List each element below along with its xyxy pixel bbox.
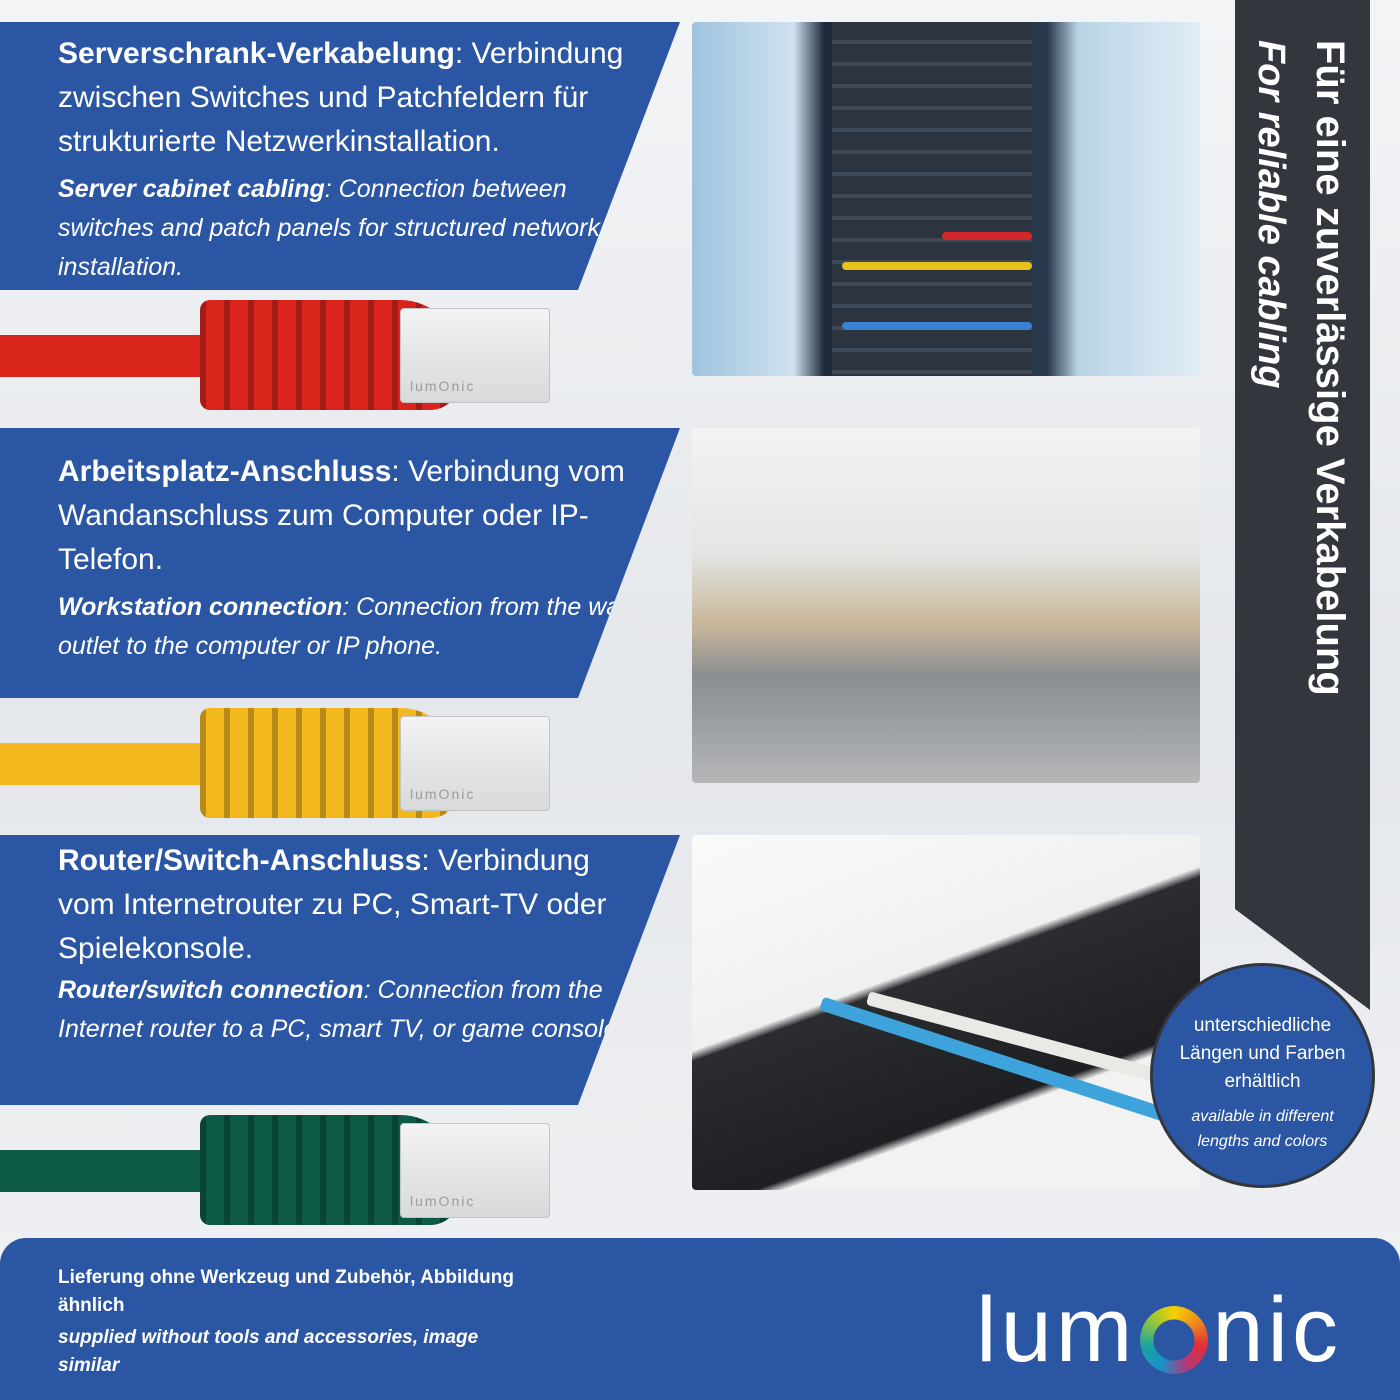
section-workstation: Arbeitsplatz-Anschluss: Verbindung vom W… (0, 428, 680, 698)
footer-note-en: supplied without tools and accessories, … (58, 1327, 479, 1376)
section-title-en: Server cabinet cabling (58, 175, 325, 203)
banner-title-en: For reliable cabling (1250, 40, 1292, 389)
section-title-en: Workstation connection (58, 593, 343, 621)
color-ring-icon (1140, 1305, 1209, 1374)
footer-note-de: Lieferung ohne Werkzeug und Zubehör, Abb… (58, 1267, 514, 1316)
vertical-banner (1235, 0, 1370, 1010)
section-router: Router/Switch-Anschluss: Verbindung vom … (0, 835, 680, 1105)
section-text-en: : Connection from the Internet router to… (58, 976, 625, 1043)
office-workstation-photo (692, 428, 1200, 783)
section-text-en: : Connection between switches and patch … (58, 175, 600, 281)
section-text-en: : Connection from the wall outlet to the… (58, 593, 632, 660)
availability-badge: unterschiedliche Längen und Farben erhäl… (1150, 963, 1375, 1188)
section-text-de: : Verbindung zwischen Switches und Patch… (58, 37, 624, 158)
green-cable-image: lumOnic (0, 1105, 560, 1235)
yellow-cable-image: lumOnic (0, 698, 560, 828)
red-cable-image: lumOnic (0, 290, 560, 420)
footer: Lieferung ohne Werkzeug und Zubehör, Abb… (0, 1238, 1400, 1400)
section-title-de: Arbeitsplatz-Anschluss (58, 455, 392, 488)
section-title-de: Serverschrank-Verkabelung (58, 37, 455, 70)
section-text-de: : Verbindung vom Internetrouter zu PC, S… (58, 844, 607, 965)
section-server-cabinet: Serverschrank-Verkabelung: Verbindung zw… (0, 22, 680, 290)
router-photo (692, 835, 1200, 1190)
banner-title-de: Für eine zuverlässige Verkabelung (1308, 40, 1352, 696)
server-rack-photo (692, 22, 1200, 376)
section-title-en: Router/switch connection (58, 976, 364, 1004)
section-title-de: Router/Switch-Anschluss (58, 844, 422, 877)
section-text-de: : Verbindung vom Wandanschluss zum Compu… (58, 455, 625, 576)
